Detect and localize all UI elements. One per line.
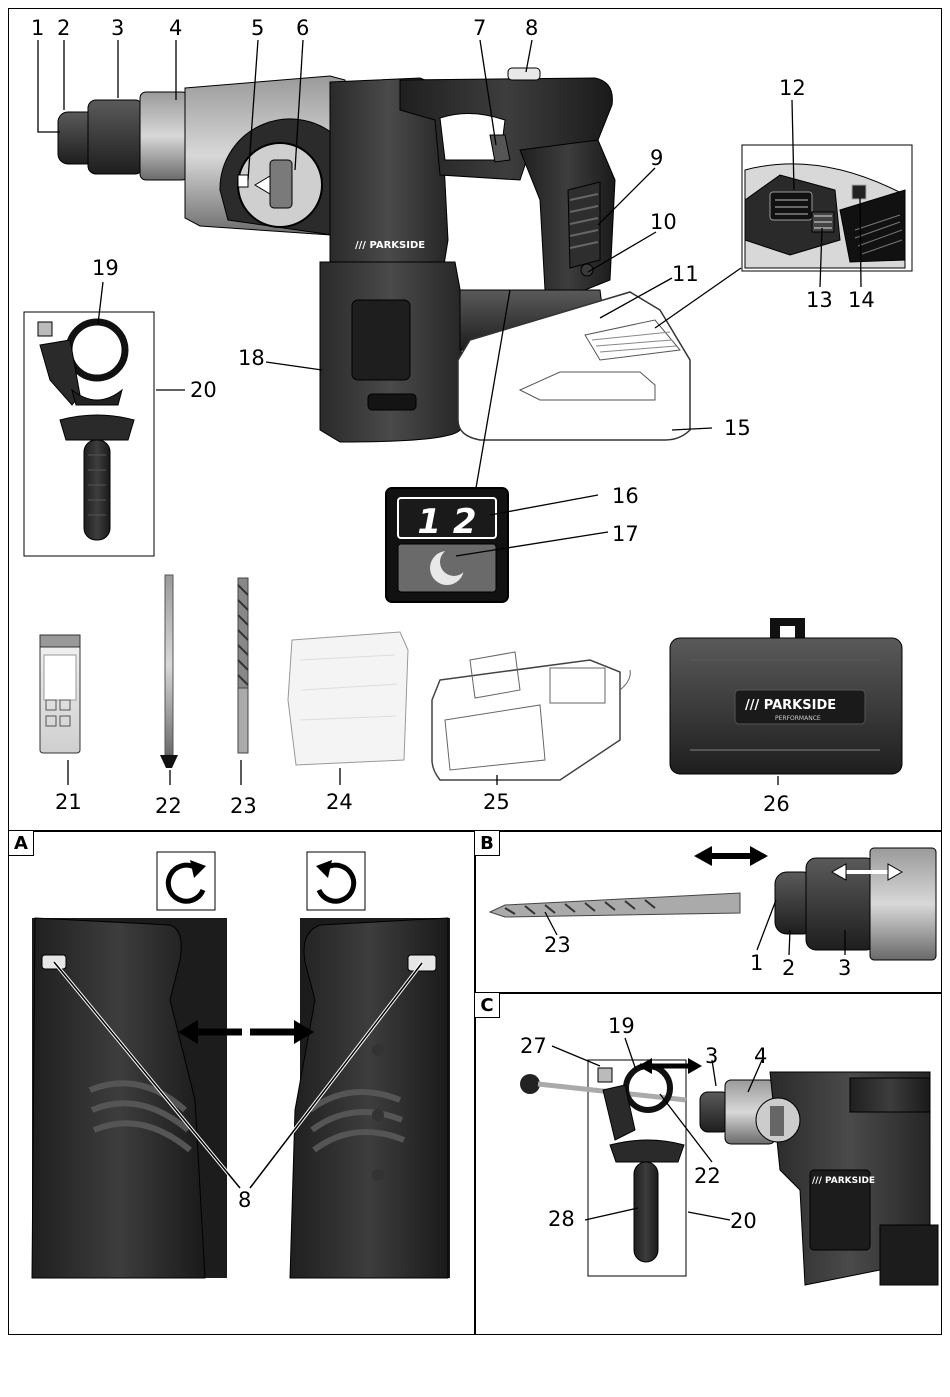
callout-18: 18	[238, 346, 265, 370]
battery-display	[385, 487, 509, 603]
drill-bit	[237, 577, 249, 754]
brand-sub-case: PERFORMANCE	[775, 715, 821, 722]
hammer-drill	[57, 67, 691, 443]
panel-b-frame	[474, 830, 942, 994]
panel-a-illustration	[31, 851, 450, 1279]
callout-12: 12	[779, 76, 806, 100]
panel-b-callout-23: 23	[544, 933, 571, 957]
callout-15: 15	[724, 416, 751, 440]
callout-8: 8	[525, 16, 539, 40]
callout-21: 21	[55, 790, 82, 814]
callout-26: 26	[763, 792, 790, 816]
panel-a-callout-8: 8	[238, 1188, 252, 1212]
callout-24: 24	[326, 790, 353, 814]
callout-1: 1	[31, 16, 45, 40]
panel-c-callout-4: 4	[754, 1044, 768, 1068]
display-digits: 1 2	[417, 502, 476, 542]
brand-logo-body: /// PARKSIDE	[355, 240, 425, 251]
callout-9: 9	[650, 146, 664, 170]
panel-c-callout-22: 22	[694, 1164, 721, 1188]
callout-6: 6	[296, 16, 310, 40]
callout-22: 22	[155, 794, 182, 818]
panel-c-callout-3: 3	[705, 1044, 719, 1068]
callout-16: 16	[612, 484, 639, 508]
brand-logo-case: /// PARKSIDE	[745, 698, 836, 713]
callout-19: 19	[92, 256, 119, 280]
panel-c-callout-27: 27	[520, 1034, 547, 1058]
callout-14: 14	[848, 288, 875, 312]
callout-2: 2	[57, 16, 71, 40]
callout-20: 20	[190, 378, 217, 402]
switch-inset	[741, 144, 913, 272]
callout-7: 7	[473, 16, 487, 40]
callout-17: 17	[612, 522, 639, 546]
callout-3: 3	[111, 16, 125, 40]
callout-25: 25	[483, 790, 510, 814]
panel-b-label: B	[474, 830, 500, 856]
panel-c-callout-28: 28	[548, 1207, 575, 1231]
leader-lines	[37, 39, 862, 1221]
callout-13: 13	[806, 288, 833, 312]
carry-case	[669, 618, 903, 775]
panel-c-callout-20: 20	[730, 1209, 757, 1233]
panel-b-callout-2: 2	[782, 956, 796, 980]
callout-4: 4	[169, 16, 183, 40]
brand-logo-panel-c: /// PARKSIDE	[812, 1176, 875, 1186]
panel-b-illustration	[488, 846, 937, 961]
callout-10: 10	[650, 210, 677, 234]
charger	[431, 651, 631, 781]
panel-c-callout-19: 19	[608, 1014, 635, 1038]
panel-a-label: A	[8, 830, 34, 856]
callout-23: 23	[230, 794, 257, 818]
panel-b-callout-3: 3	[838, 956, 852, 980]
grease-tube	[39, 634, 81, 754]
depth-stop	[160, 574, 178, 768]
panel-c-frame	[474, 992, 942, 1335]
panel-b-callout-1: 1	[750, 951, 764, 975]
panel-c-illustration	[520, 1058, 939, 1286]
callout-11: 11	[672, 262, 699, 286]
panel-c-label: C	[474, 992, 500, 1018]
cleaning-cloth	[287, 631, 409, 766]
side-handle	[37, 318, 135, 541]
panel-a-frame	[8, 830, 476, 1335]
callout-5: 5	[251, 16, 265, 40]
